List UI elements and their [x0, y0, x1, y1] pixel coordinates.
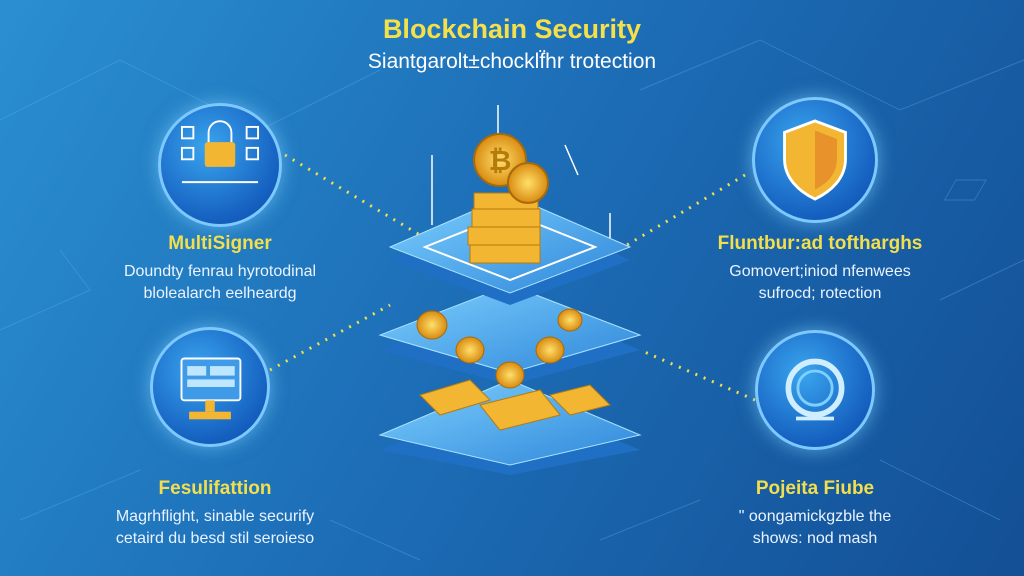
feature-title: Pojeita Fiube [755, 478, 875, 499]
feature-desc-line: cetaird du besd stil seroieso [115, 530, 315, 547]
feature-desc-line: Magrhflight, sinable securify [115, 508, 315, 525]
feature-title: MultiSigner [168, 233, 272, 254]
page-title: Blockchain Security [382, 14, 642, 44]
feature-desc-line: blolealarch eelheardg [143, 285, 297, 302]
feature-multisigner: MultiSigner Doundty fenrau hyrotodinal b… [80, 233, 360, 305]
feature-desc-line: sufrocd; rotection [758, 285, 882, 302]
feature-desc-line: shows: nod mash [752, 530, 878, 547]
verification-monitor-circle [150, 327, 270, 447]
padlock-icon [180, 120, 260, 184]
central-blockchain-stack-illustration: ₿ [378, 105, 642, 475]
feature-network: Pojeita Fiube " oongamickgzble the shows… [675, 478, 955, 550]
ring-network-icon [785, 358, 845, 421]
network-ring-circle [755, 330, 875, 450]
multisig-lock-circle [158, 103, 282, 227]
shield-circle [752, 97, 878, 223]
feature-desc-line: Doundty fenrau hyrotodinal [123, 263, 317, 280]
svg-text:₿: ₿ [489, 145, 512, 176]
feature-title: Fluntbur:ad toftharghs [717, 233, 923, 254]
feature-desc-line: Gomovert;iniod nfenwees [729, 263, 911, 280]
feature-desc-line: " oongamickgzble the [738, 508, 892, 525]
feature-title: Fesulifattion [158, 478, 272, 499]
feature-shield: Fluntbur:ad toftharghs Gomovert;iniod nf… [680, 233, 960, 305]
monitor-icon [180, 357, 242, 420]
shield-icon [783, 119, 847, 201]
page-subtitle: Siantgarolt±chocklf̈hr trotection [367, 50, 657, 73]
feature-verification: Fesulifattion Magrhflight, sinable secur… [75, 478, 355, 550]
